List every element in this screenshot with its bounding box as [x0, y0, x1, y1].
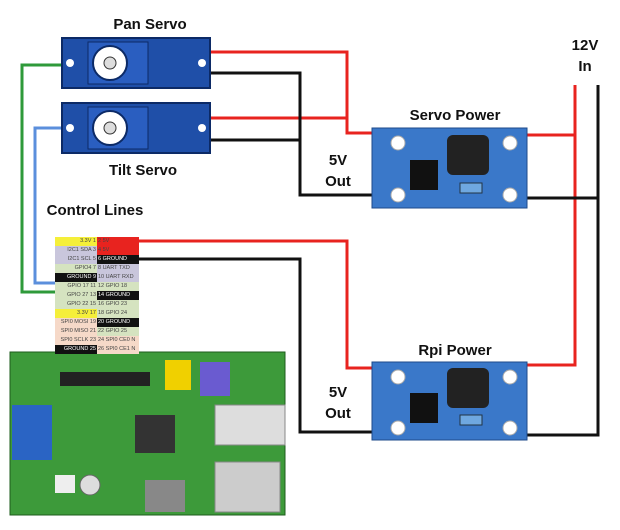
gpio-pin-left: GPIO 17 11 [55, 282, 97, 291]
12v-in-label: 12V In [571, 37, 599, 75]
gpio-pin-right: 18 GPIO 24 [97, 309, 139, 318]
gpio-pin-right: 4 5V [97, 246, 139, 255]
pan-ground-wire [210, 71, 372, 197]
gpio-pin-right: 10 UART RXD [97, 273, 139, 282]
rpi-power-module [371, 361, 528, 441]
gpio-pin-left: GROUND 25 [55, 345, 97, 354]
gpio-pin-left: GPIO 22 15 [55, 300, 97, 309]
gpio-pin-left: GROUND 9 [55, 273, 97, 282]
gpio-pin-right: 16 GPIO 23 [97, 300, 139, 309]
tilt-servo [61, 102, 211, 154]
gpio-pin-right: 2 5V [97, 237, 139, 246]
gpio-pin-right: 12 GPIO 18 [97, 282, 139, 291]
gpio-pin-left: SPI0 MISO 21 [55, 327, 97, 336]
gpio-pin-left: I2C1 SCL 5 [55, 255, 97, 264]
rpi-5v-out-label: 5V Out [325, 384, 351, 422]
servo-power-label: Servo Power [409, 107, 501, 124]
pan-servo-label: Pan Servo [113, 16, 187, 33]
servo-5v-out-label: 5V Out [325, 152, 351, 190]
rpi-ground-wire [139, 257, 372, 434]
rpi-power-wire [139, 239, 372, 370]
gpio-pin-right: 22 GPIO 25 [97, 327, 139, 336]
raspberry-pi-board [9, 351, 286, 516]
gpio-pin-left: SPI0 SCLK 23 [55, 336, 97, 345]
gpio-pin-left: GPIO 27 13 [55, 291, 97, 300]
servo-power-module [371, 127, 528, 209]
rpi-power-label: Rpi Power [418, 342, 492, 359]
tilt-signal-wire [33, 126, 62, 285]
gpio-pin-left: SPI0 MOSI 19 [55, 318, 97, 327]
gpio-pin-right: 26 SPI0 CE1 N [97, 345, 139, 354]
gpio-pin-left: 3.3V 17 [55, 309, 97, 318]
supply-positive-wire [527, 85, 577, 367]
tilt-servo-label: Tilt Servo [108, 162, 178, 179]
gpio-pin-right: 8 UART TXD [97, 264, 139, 273]
pan-signal-wire [20, 63, 62, 294]
control-lines-label: Control Lines [46, 202, 144, 219]
gpio-pin-right: 14 GROUND [97, 291, 139, 300]
gpio-pin-left: 3.3V 1 [55, 237, 97, 246]
gpio-pin-right: 20 GROUND [97, 318, 139, 327]
gpio-pin-left: GPIO4 7 [55, 264, 97, 273]
gpio-pin-left: I2C1 SDA 3 [55, 246, 97, 255]
gpio-pin-right: 6 GROUND [97, 255, 139, 264]
gpio-pin-right: 24 SPI0 CE0 N [97, 336, 139, 345]
pan-power-wire [210, 50, 372, 135]
pan-servo [61, 37, 211, 89]
supply-ground-wire [527, 85, 600, 437]
